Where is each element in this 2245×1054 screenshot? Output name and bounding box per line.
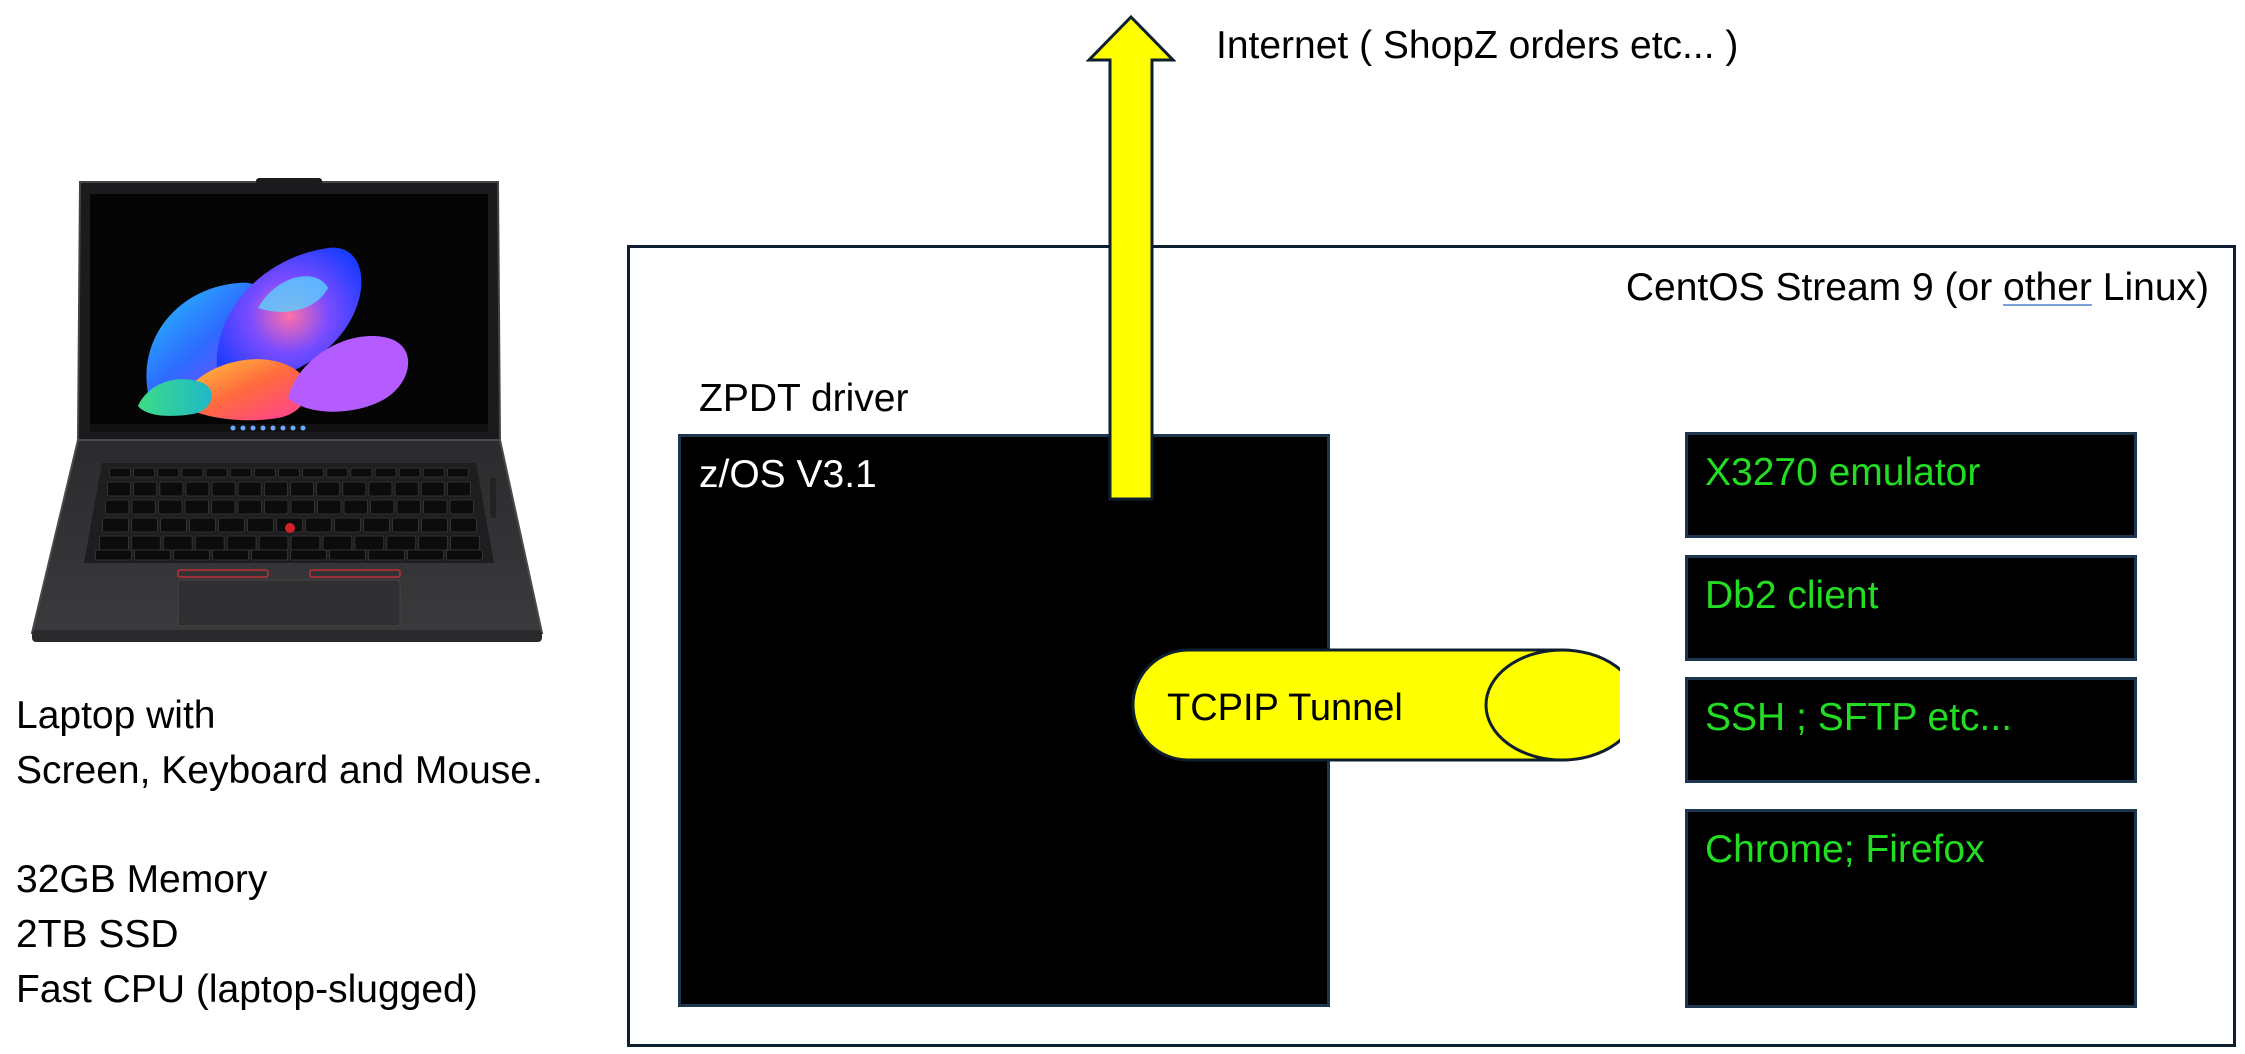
keyboard-key bbox=[317, 482, 340, 496]
keyboard-key bbox=[96, 550, 132, 560]
keyboard-key bbox=[291, 500, 315, 514]
keyboard-key bbox=[387, 536, 416, 550]
internet-arrow-icon bbox=[1086, 14, 1176, 502]
keyboard-key bbox=[132, 500, 156, 514]
app-box-ssh-sftp: SSH ; SFTP etc... bbox=[1685, 677, 2137, 783]
app-box-db2-client: Db2 client bbox=[1685, 555, 2137, 661]
keyboard-key bbox=[397, 500, 421, 514]
keyboard-key bbox=[195, 536, 224, 550]
keyboard-key bbox=[318, 500, 342, 514]
keyboard-key bbox=[344, 500, 368, 514]
laptop-line: Laptop with bbox=[16, 688, 543, 743]
keyboard-key bbox=[108, 482, 131, 496]
laptop-description: Laptop with Screen, Keyboard and Mouse. … bbox=[16, 688, 543, 1017]
keyboard-key bbox=[131, 536, 160, 550]
keyboard-key bbox=[447, 482, 470, 496]
keyboard-key bbox=[248, 518, 274, 532]
app-label: X3270 emulator bbox=[1705, 453, 1980, 492]
laptop-line: 2TB SSD bbox=[16, 907, 543, 962]
keyboard-key bbox=[355, 536, 384, 550]
tcpip-tunnel-label: TCPIP Tunnel bbox=[1167, 689, 1403, 727]
keyboard-key bbox=[375, 468, 396, 477]
keyboard-key bbox=[424, 500, 448, 514]
keyboard-key bbox=[219, 518, 245, 532]
keyboard-key bbox=[423, 468, 444, 477]
internet-label: Internet ( ShopZ orders etc... ) bbox=[1216, 26, 1738, 65]
keyboard-key bbox=[291, 550, 327, 560]
keyboard-key bbox=[327, 468, 348, 477]
app-box-browsers: Chrome; Firefox bbox=[1685, 809, 2137, 1008]
keyboard-key bbox=[451, 536, 480, 550]
keyboard-key bbox=[103, 518, 129, 532]
app-box-x3270: X3270 emulator bbox=[1685, 432, 2137, 538]
keyboard-key bbox=[395, 482, 418, 496]
keyboard-key bbox=[369, 550, 405, 560]
keyboard-key bbox=[306, 518, 332, 532]
keyboard-key bbox=[291, 536, 320, 550]
laptop-line: 32GB Memory bbox=[16, 852, 543, 907]
keyboard-key bbox=[158, 468, 179, 477]
keyboard-key bbox=[190, 518, 216, 532]
keyboard-key bbox=[335, 518, 361, 532]
keyboard-key bbox=[393, 518, 419, 532]
keyboard-key bbox=[408, 550, 444, 560]
keyboard-key bbox=[159, 500, 183, 514]
keyboard-key bbox=[252, 550, 288, 560]
keyboard-key bbox=[174, 550, 210, 560]
keyboard-key bbox=[323, 536, 352, 550]
keyboard-key bbox=[238, 500, 262, 514]
keyboard-key bbox=[163, 536, 192, 550]
keyboard-key bbox=[186, 482, 209, 496]
keyboard-key bbox=[230, 468, 251, 477]
keyboard-key bbox=[364, 518, 390, 532]
app-label: Db2 client bbox=[1705, 576, 1878, 615]
keyboard-key bbox=[265, 500, 289, 514]
keyboard-key bbox=[106, 500, 130, 514]
keyboard-key bbox=[161, 518, 187, 532]
keyboard-key bbox=[303, 468, 324, 477]
app-label: SSH ; SFTP etc... bbox=[1705, 698, 2012, 737]
laptop-illustration bbox=[28, 178, 548, 648]
keyboard-key bbox=[399, 468, 420, 477]
zpdt-driver-label: ZPDT driver bbox=[699, 379, 908, 418]
keyboard-key bbox=[185, 500, 209, 514]
keyboard-key bbox=[134, 468, 155, 477]
keyboard-key bbox=[206, 468, 227, 477]
keyboard-key bbox=[351, 468, 372, 477]
laptop-line: Fast CPU (laptop-slugged) bbox=[16, 962, 543, 1017]
linux-host-label: CentOS Stream 9 (or other Linux) bbox=[1626, 268, 2209, 307]
keyboard-key bbox=[447, 468, 468, 477]
zos-label: z/OS V3.1 bbox=[699, 455, 877, 494]
keyboard-key bbox=[160, 482, 183, 496]
keyboard-key bbox=[132, 518, 158, 532]
keyboard-key bbox=[451, 518, 477, 532]
app-label: Chrome; Firefox bbox=[1705, 830, 1985, 869]
keyboard-key bbox=[259, 536, 288, 550]
keyboard-key bbox=[213, 550, 249, 560]
keyboard-key bbox=[100, 536, 129, 550]
keyboard-key bbox=[254, 468, 275, 477]
keyboard-key bbox=[419, 536, 448, 550]
keyboard-key bbox=[421, 482, 444, 496]
keyboard-key bbox=[291, 482, 314, 496]
keyboard-key bbox=[182, 468, 203, 477]
keyboard-key bbox=[110, 468, 131, 477]
keyboard-key bbox=[212, 500, 236, 514]
keyboard-key bbox=[238, 482, 261, 496]
keyboard-key bbox=[134, 482, 157, 496]
keyboard-key bbox=[369, 482, 392, 496]
keyboard-key bbox=[450, 500, 474, 514]
keyboard-key bbox=[371, 500, 395, 514]
keyboard-key bbox=[227, 536, 256, 550]
keyboard-key bbox=[343, 482, 366, 496]
keyboard-key bbox=[278, 468, 299, 477]
keyboard-key bbox=[212, 482, 235, 496]
keyboard-key bbox=[447, 550, 483, 560]
keyboard-key bbox=[330, 550, 366, 560]
keyboard-key bbox=[135, 550, 171, 560]
keyboard-key bbox=[422, 518, 448, 532]
trackpoint-icon bbox=[285, 523, 295, 533]
keyboard-key bbox=[264, 482, 287, 496]
laptop-line: Screen, Keyboard and Mouse. bbox=[16, 743, 543, 798]
